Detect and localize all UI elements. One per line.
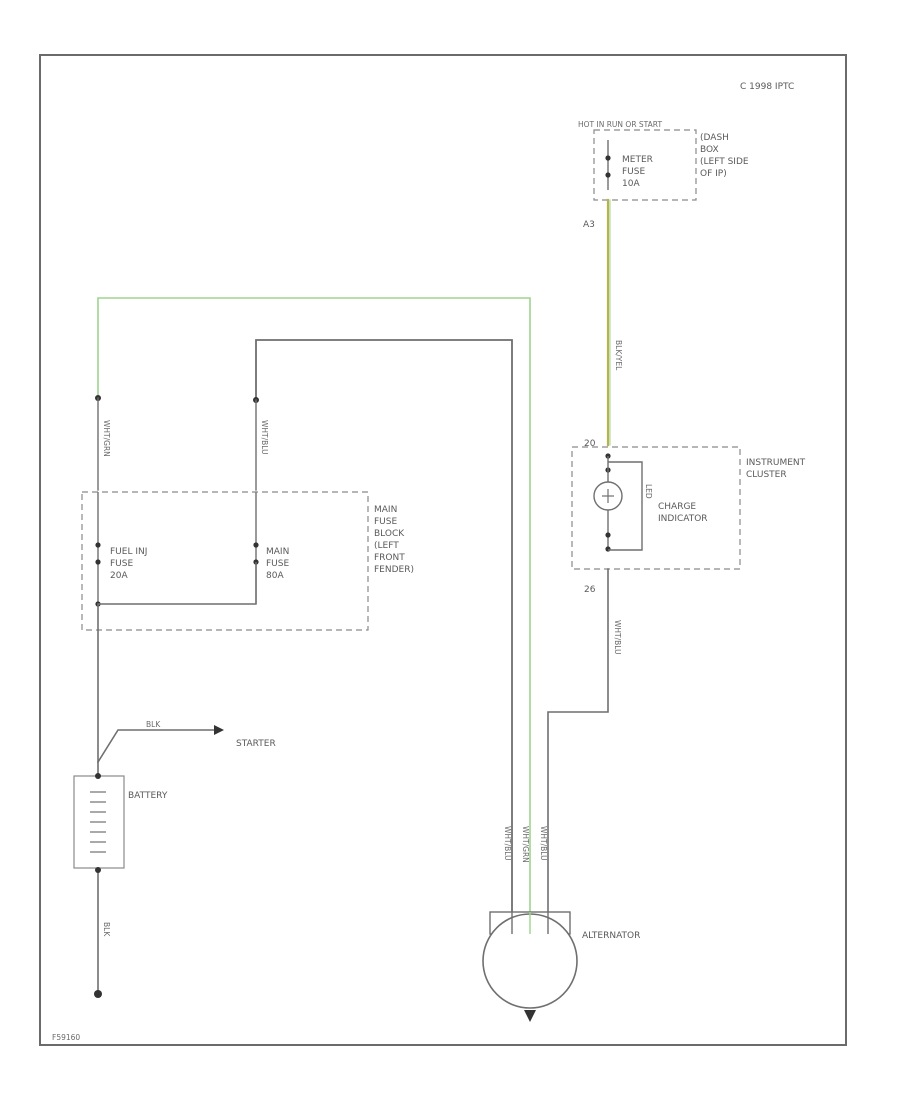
wire-label-fuel-inj-out: WHT/GRN [102, 420, 111, 457]
fuse-box-location-3: (LEFT SIDE [700, 157, 749, 167]
main-fuse-block-label-5: FRONT [374, 553, 405, 563]
starter-arrow-icon [214, 725, 224, 735]
meter-fuse-label-2: FUSE [622, 167, 645, 177]
pin-fuse-out: A3 [583, 220, 595, 230]
pin-cluster-out: 26 [584, 585, 596, 595]
main-fuse-label-3: 80A [266, 571, 284, 581]
starter-label: STARTER [236, 739, 276, 749]
alternator-label: ALTERNATOR [582, 931, 640, 941]
wire-battery-to-starter [96, 729, 215, 764]
fuse-box-location-1: (DASH [700, 133, 729, 143]
diagram-frame [39, 54, 847, 1046]
battery-cells-icon [90, 791, 106, 853]
instrument-cluster-label-2: CLUSTER [746, 470, 787, 480]
instrument-cluster: 20 LED CHARGE INDICATOR INSTRUMENT CLUST… [571, 439, 806, 570]
wire-label-cluster-to-alt: WHT/BLU [613, 620, 622, 655]
main-fuse-label-1: MAIN [266, 547, 289, 557]
main-fuse-block-label-2: FUSE [374, 517, 397, 527]
wire-fuel-inj-to-alt [97, 297, 531, 913]
fuse-box-location-4: OF IP) [700, 169, 727, 179]
wire-label-battery-to-starter: BLK [146, 720, 161, 729]
figure-id-label: F59160 [52, 1033, 80, 1042]
instrument-cluster-label-1: INSTRUMENT [746, 458, 806, 468]
battery-label: BATTERY [128, 791, 168, 801]
fuel-inj-fuse-label-3: 20A [110, 571, 128, 581]
fuse-box-location-2: BOX [700, 145, 719, 155]
charge-indicator-label-2: INDICATOR [658, 514, 708, 524]
wire-label-main-out: WHT/BLU [260, 420, 269, 455]
hot-in-run-label: HOT IN RUN OR START [578, 120, 662, 129]
wire-label-battery-ground: BLK [102, 922, 111, 937]
pin-cluster-in: 20 [584, 439, 596, 449]
main-fuse-label-2: FUSE [266, 559, 289, 569]
main-fuse-block: FUEL INJ FUSE 20A MAIN FUSE 80A MAIN FUS… [81, 491, 414, 631]
main-fuse-block-label-1: MAIN [374, 505, 397, 515]
wire-label-alt-lead-3: WHT/BLU [539, 826, 548, 861]
main-fuse-block-label-3: BLOCK [374, 529, 405, 539]
wire-label-alt-lead-2: WHT/GRN [521, 826, 530, 863]
charge-indicator-inner-label: LED [644, 484, 653, 499]
fuel-inj-fuse-label-2: FUSE [110, 559, 133, 569]
fuel-inj-fuse-label-1: FUEL INJ [110, 547, 147, 557]
alternator-ground-icon [524, 1010, 536, 1022]
battery: BATTERY [73, 773, 168, 869]
meter-fuse-label-1: METER [622, 155, 653, 165]
main-fuse-block-label-4: (LEFT [374, 541, 399, 551]
alternator: WHT/BLU WHT/GRN WHT/BLU ALTERNATOR [482, 826, 640, 1022]
copyright-label: C 1998 IPTC [740, 82, 794, 92]
charge-indicator-label-1: CHARGE [658, 502, 696, 512]
wire-label-fuse-to-cluster: BLK/YEL [614, 340, 623, 371]
main-fuse-block-label-6: FENDER) [374, 565, 414, 575]
wire-label-alt-lead-1: WHT/BLU [503, 826, 512, 861]
meter-fuse-label-3: 10A [622, 179, 640, 189]
wire-cluster-to-alt [547, 568, 609, 913]
wire-main-to-alt [255, 339, 513, 913]
meter-fuse-box: HOT IN RUN OR START METER FUSE 10A (DASH… [578, 120, 749, 201]
ground-terminal-icon [94, 990, 102, 998]
